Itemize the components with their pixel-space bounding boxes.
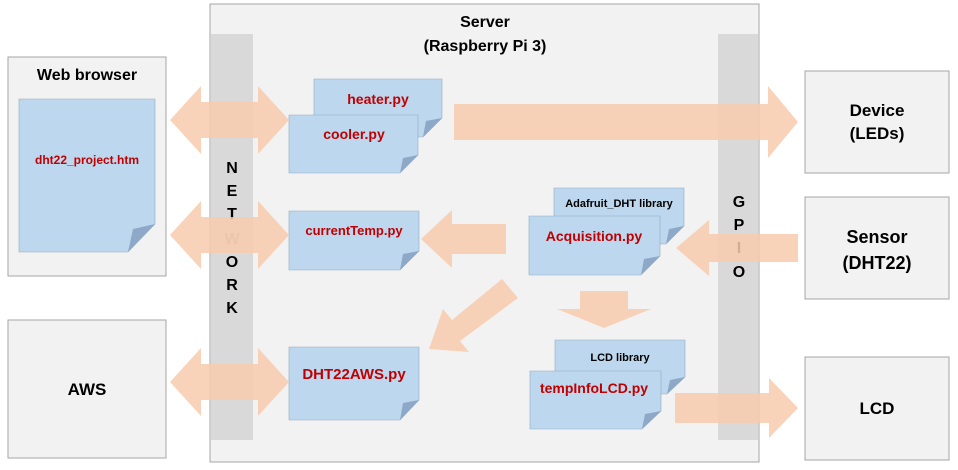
- lcd-title: LCD: [860, 399, 895, 418]
- server-subtitle: (Raspberry Pi 3): [424, 38, 547, 55]
- device-box: [804, 70, 950, 174]
- network-letter: R: [226, 277, 238, 294]
- gpio-letter: P: [734, 217, 745, 234]
- aws-box: [7, 319, 167, 459]
- sensor-title: Sensor: [846, 227, 907, 247]
- browser-currenttemp-double-arrow: [170, 201, 289, 269]
- acquisition-to-currenttemp-arrow: [421, 210, 506, 268]
- acquisition-to-lcd-lib-arrow: [557, 291, 651, 328]
- network-letter: T: [227, 206, 237, 223]
- acquisition-to-dht22aws-arrow: [429, 279, 518, 352]
- to-device-arrow: [454, 86, 798, 158]
- current-temp-doc: currentTemp.py: [288, 210, 420, 271]
- sensor-subtitle: (DHT22): [842, 253, 911, 273]
- dht22-project-doc: dht22_project.htm: [18, 98, 156, 253]
- adafruit-lib-label: Adafruit_DHT library: [565, 198, 673, 210]
- browser-cooler-double-arrow: [170, 86, 289, 154]
- gpio-letter: O: [733, 264, 745, 281]
- aws-dht22aws-double-arrow: [170, 348, 289, 416]
- network-letter: O: [226, 254, 238, 271]
- temp-info-lcd-label: tempInfoLCD.py: [540, 380, 648, 396]
- device-subtitle: (LEDs): [850, 124, 905, 143]
- cooler-label: cooler.py: [323, 126, 385, 142]
- lcd-lib-label: LCD library: [590, 352, 650, 364]
- dht22aws-doc: DHT22AWS.py: [288, 346, 420, 421]
- heater-label: heater.py: [347, 91, 409, 107]
- gpio-letter: G: [733, 194, 745, 211]
- acquisition-label: Acquisition.py: [546, 228, 643, 244]
- web-browser-title: Web browser: [37, 67, 137, 84]
- dht22-project-label: dht22_project.htm: [35, 153, 139, 167]
- current-temp-label: currentTemp.py: [305, 223, 403, 238]
- cooler-doc: cooler.py: [288, 114, 419, 174]
- network-letter: N: [226, 160, 238, 177]
- network-letter: E: [227, 183, 238, 200]
- aws-title: AWS: [68, 380, 107, 399]
- temp-info-lcd-doc: tempInfoLCD.py: [529, 370, 662, 430]
- dht22aws-label: DHT22AWS.py: [302, 366, 406, 383]
- sensor-to-acquisition-arrow: [676, 220, 798, 276]
- acquisition-doc: Acquisition.py: [528, 215, 661, 276]
- server-title: Server: [460, 14, 510, 31]
- network-letter: K: [226, 300, 238, 317]
- sensor-box: [804, 196, 950, 300]
- to-lcd-arrow: [675, 378, 798, 438]
- lcd-box: [804, 356, 950, 461]
- device-title: Device: [850, 101, 905, 120]
